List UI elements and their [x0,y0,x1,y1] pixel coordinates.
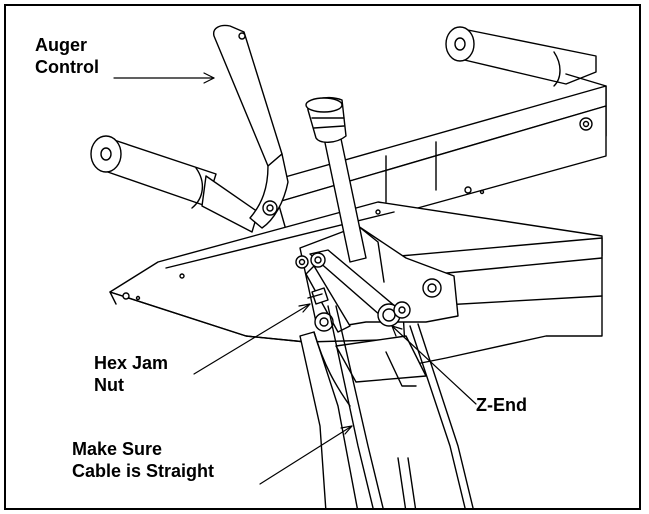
callout-auger-control-line2: Control [35,57,99,77]
callout-auger-control: Auger Control [35,34,99,78]
callout-make-sure-line1: Make Sure [72,439,163,459]
shift-lever [305,96,367,263]
upper-handle-bar [270,85,607,231]
left-handle-grip [90,135,259,233]
diagram-frame: Auger Control Hex Jam Nut Z-End Make Sur… [4,4,641,510]
hex-jam-nut [307,287,329,305]
callout-make-sure: Make Sure Cable is Straight [72,438,214,482]
callout-z-end-line1: Z-End [476,395,527,415]
cables [327,305,474,508]
lever-bracket [295,225,459,327]
callout-auger-control-line1: Auger [35,35,88,55]
auger-control-bail [213,24,289,229]
callout-z-end: Z-End [476,394,527,416]
callout-hex-jam-nut: Hex Jam Nut [94,352,168,396]
callout-make-sure-line2: Cable is Straight [72,461,215,481]
callout-hex-jam-nut-line2: Nut [94,375,124,395]
callout-hex-jam-nut-line1: Hex Jam [94,353,169,373]
callout-leaders [113,72,477,485]
mechanical-drawing [90,24,607,508]
z-end-fitting [377,301,411,327]
handle-tube [299,331,358,508]
lower-nut [314,312,334,332]
